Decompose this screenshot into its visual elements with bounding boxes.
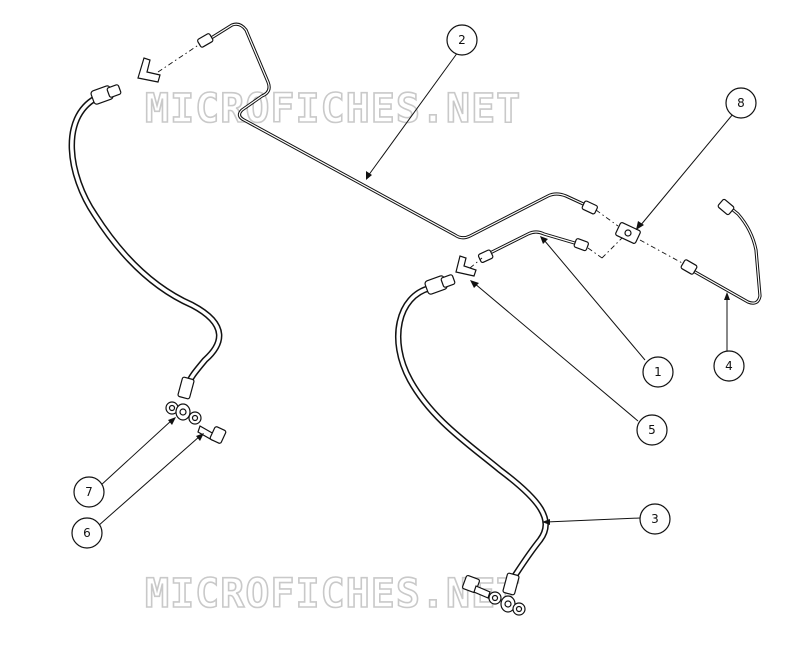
left-banjo-bolt-head [209, 426, 227, 444]
callout-2: 2 [446, 24, 478, 56]
assembly-centerlines [157, 43, 685, 269]
right-pipe-fitting [680, 259, 698, 275]
right-banjo-assembly [461, 574, 526, 616]
right-hose-bracket [455, 255, 477, 277]
callout-7-label: 7 [85, 485, 93, 499]
right-brake-pipe [680, 198, 762, 305]
short-pipe-right-fitting [573, 238, 589, 252]
callout-4: 4 [713, 350, 745, 382]
callout-1: 1 [642, 356, 674, 388]
callout-3: 3 [639, 503, 671, 535]
callout-1-label: 1 [654, 365, 662, 379]
left-banjo-assembly [165, 401, 227, 444]
short-pipe-left-fitting [477, 249, 494, 264]
callout-5: 5 [636, 414, 668, 446]
pipe-left-fitting [197, 33, 214, 48]
right-hose-lower-fitting [502, 572, 520, 596]
watermark-top: MICROFICHES.NET [145, 86, 521, 132]
callout-5-label: 5 [648, 423, 656, 437]
callout-8: 8 [725, 87, 757, 119]
main-brake-pipe [197, 22, 598, 240]
left-hose-lower-fitting [177, 376, 195, 400]
short-brake-pipe [477, 230, 589, 264]
right-brake-hose [395, 274, 549, 596]
right-banjo-bolt-shank [473, 585, 491, 599]
tee-junction [615, 222, 641, 244]
leader-lines [97, 51, 734, 527]
watermark-bottom: MICROFICHES.NET [145, 571, 521, 617]
left-hose-bracket [137, 57, 161, 83]
right-hose-upper-nut [440, 274, 456, 288]
callout-8-label: 8 [737, 96, 745, 110]
right-pipe-end-fitting [717, 198, 735, 216]
callout-6: 6 [71, 517, 103, 549]
pipe-right-fitting [581, 200, 598, 215]
callout-7: 7 [73, 476, 105, 508]
left-brake-hose [68, 84, 223, 400]
callout-4-label: 4 [725, 359, 733, 373]
left-hose-upper-nut [106, 84, 122, 98]
callout-3-label: 3 [651, 512, 659, 526]
callout-6-label: 6 [83, 526, 91, 540]
callout-2-label: 2 [458, 33, 466, 47]
